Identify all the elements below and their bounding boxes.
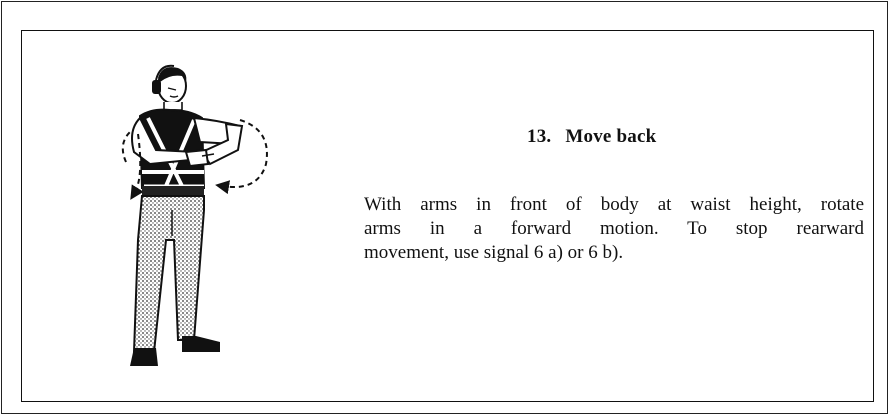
signal-name: Move back [565, 126, 657, 147]
marshaller-belt [142, 186, 204, 196]
marshaller-legs [132, 195, 205, 353]
signal-description: With arms in front of body at waist heig… [364, 193, 864, 265]
marshaller-boots [130, 336, 220, 366]
signal-card [21, 30, 874, 402]
signal-number: 13. [527, 126, 552, 147]
marshaller-head [152, 64, 187, 111]
marshaller-arms [131, 116, 244, 168]
marshaller-figure-icon [121, 64, 268, 366]
signal-title: 13. Move back [527, 126, 656, 148]
rotation-arrows [121, 119, 268, 200]
description-line: arms in a forward motion. To stop rearwa… [364, 218, 864, 239]
description-line: With arms in front of body at waist heig… [364, 194, 864, 215]
description-line: movement, use signal 6 a) or 6 b). [364, 242, 624, 263]
